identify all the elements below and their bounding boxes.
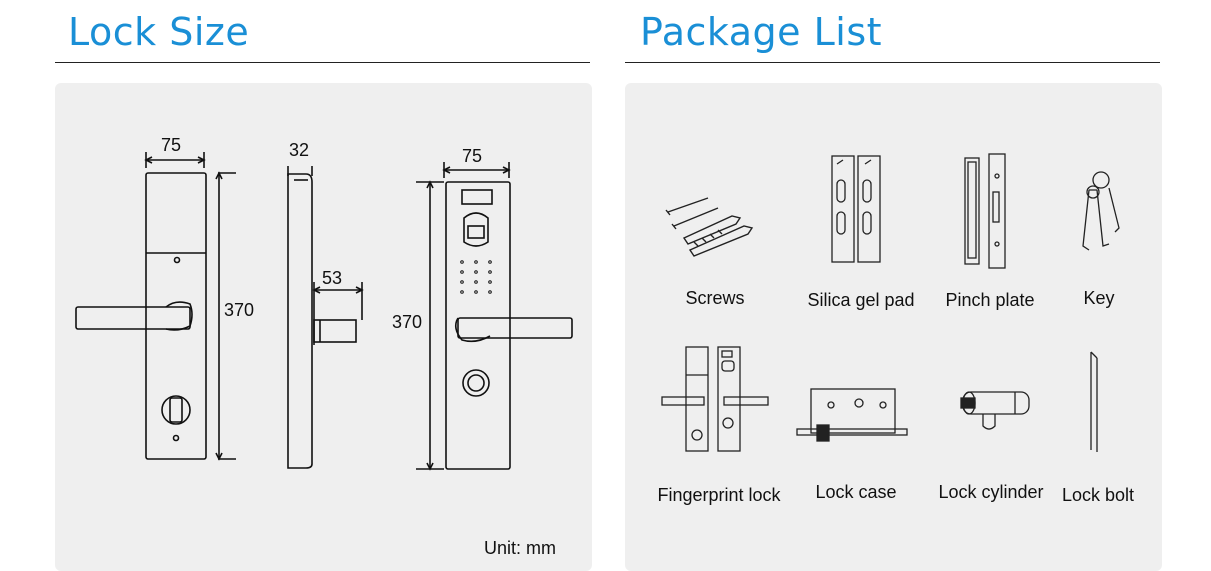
back-height-label: 370: [392, 312, 423, 332]
front-view-drawing: [75, 152, 236, 461]
handle-projection-label: 53: [322, 268, 343, 288]
lock-size-title: Lock Size: [68, 10, 250, 54]
back-width-label: 75: [462, 146, 483, 166]
package-item-label: Lock cylinder: [938, 482, 1044, 502]
front-height-label: 370: [224, 300, 255, 320]
key-icon: [1082, 171, 1120, 251]
package-item-label: Pinch plate: [945, 290, 1035, 310]
side-thickness-label: 32: [289, 140, 310, 160]
package-item-label: Lock bolt: [1061, 485, 1135, 505]
package-list-title: Package List: [640, 10, 883, 54]
lock-bolt-icon: [1090, 351, 1098, 452]
package-item-label: Lock case: [815, 482, 897, 502]
lock-cylinder-icon: [960, 391, 1030, 430]
side-view-drawing: [287, 166, 364, 469]
front-width-label: 75: [161, 135, 182, 155]
lock-case-icon: [796, 388, 908, 442]
silica-gel-pad-icon: [831, 155, 881, 263]
screws-icon: [665, 197, 754, 257]
package-item-label: Screws: [685, 288, 745, 308]
pinch-plate-icon: [964, 153, 1006, 269]
package-item-label: Key: [1083, 288, 1115, 308]
lock-size-panel: [55, 83, 592, 571]
package-list-divider: [625, 62, 1160, 63]
fingerprint-lock-icon: [661, 346, 769, 452]
package-item-label: Silica gel pad: [807, 290, 915, 310]
package-item-label: Fingerprint lock: [657, 485, 781, 505]
unit-note: Unit: mm: [484, 538, 556, 558]
lock-size-divider: [55, 62, 590, 63]
back-view-drawing: [416, 162, 573, 471]
package-list-panel: [625, 83, 1162, 571]
